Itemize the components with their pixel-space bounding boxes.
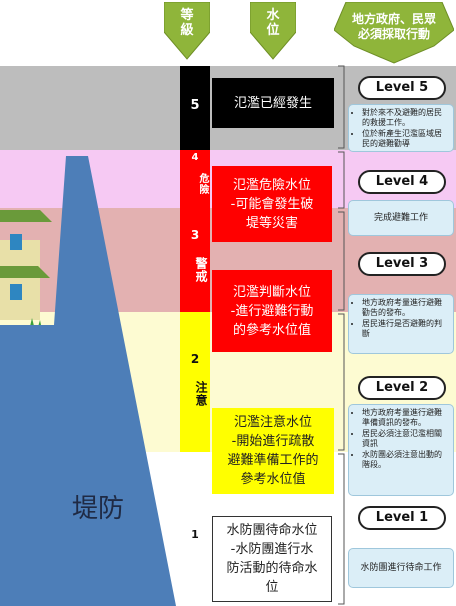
level-2-action-1: 地方政府考量進行避難準備資訊的發布。 xyxy=(362,408,449,428)
level-1-action: 水防團進行待命工作 xyxy=(360,563,442,573)
level-4-pill: Level 4 xyxy=(358,170,446,194)
level-2-actions: 地方政府考量進行避難準備資訊的發布。 居民必須注意氾濫相關資訊 水防團必須注意出… xyxy=(348,404,454,496)
house-roof-2 xyxy=(0,266,50,278)
bracket-1 xyxy=(338,453,345,605)
grade-number-2: 2 xyxy=(190,352,200,366)
grade-tag-warning: 警戒 xyxy=(194,257,208,283)
water-level-5-box: 氾濫已經發生 xyxy=(212,78,334,128)
house-roof xyxy=(0,210,52,222)
water-level-3-box: 氾濫判斷水位 -進行避難行動 的參考水位值 xyxy=(212,270,332,352)
water-level-1-text: 水防團待命水位 -水防團進行水 防活動的待命水 位 xyxy=(226,523,318,595)
level-1-pill: Level 1 xyxy=(358,506,446,530)
action-header-arrow: 地方政府、民眾 必須採取行動 xyxy=(333,1,455,64)
level-4-action: 完成避難工作 xyxy=(373,213,428,223)
level-3-action-1: 地方政府考量進行避難勸告的發布。 xyxy=(362,298,449,318)
level-brackets xyxy=(338,65,345,605)
bracket-4 xyxy=(338,151,345,209)
bracket-3 xyxy=(338,211,345,311)
green-arrow-icon xyxy=(163,1,211,60)
grade-number-1: 1 xyxy=(191,528,199,541)
water-level-header-arrow: 水 位 xyxy=(249,1,297,60)
grade-tag-danger: 危險 xyxy=(197,173,208,195)
house-wall xyxy=(0,240,40,320)
level-2-action-2: 居民必須注意氾濫相關資訊 xyxy=(362,429,449,449)
grade-column-red xyxy=(180,150,210,312)
level-1-actions: 水防團進行待命工作 xyxy=(348,548,454,588)
grade-number-5: 5 xyxy=(190,98,200,113)
level-5-action-2: 位於新產生氾濫區域居民的避難勸導 xyxy=(362,129,449,149)
grade-header: 等 級 xyxy=(180,8,194,38)
green-hexagon-icon xyxy=(333,1,455,64)
water-level-5-text: 氾濫已經發生 xyxy=(233,95,312,111)
water-level-4-box: 氾濫危險水位 -可能會發生破 堤等災害 xyxy=(212,166,332,242)
action-header: 地方政府、民眾 必須採取行動 xyxy=(351,12,436,41)
grade-header-arrow: 等 級 xyxy=(163,1,211,60)
level-5-pill: Level 5 xyxy=(358,76,446,100)
grade-column-yellow xyxy=(180,312,210,452)
water-level-3-text: 氾濫判斷水位 -進行避難行動 的參考水位值 xyxy=(230,284,314,338)
level-3-actions: 地方政府考量進行避難勸告的發布。 居民進行是否避難的判斷 xyxy=(348,294,454,354)
water-level-1-box: 水防團待命水位 -水防團進行水 防活動的待命水 位 xyxy=(212,516,332,602)
water-level-header: 水 位 xyxy=(266,8,280,38)
grade-tag-caution: 注意 xyxy=(194,381,208,407)
dike-label: 堤防 xyxy=(72,494,125,524)
water-level-4-text: 氾濫危險水位 -可能會發生破 堤等災害 xyxy=(230,177,314,231)
level-5-action-1: 對於來不及避難的居民的救援工作。 xyxy=(362,108,449,128)
green-arrow-icon xyxy=(249,1,297,60)
grade-number-4: 4 xyxy=(191,152,199,163)
water-level-2-box: 氾濫注意水位 -開始進行疏散 避難準備工作的 參考水位值 xyxy=(212,408,334,494)
level-2-action-3: 水防團必須注意出動的階段。 xyxy=(362,450,449,470)
grade-column-l5 xyxy=(180,66,210,150)
dike-illustration xyxy=(0,156,176,606)
grade-number-3: 3 xyxy=(190,228,200,242)
level-3-action-2: 居民進行是否避難的判斷 xyxy=(362,319,449,339)
level-2-pill: Level 2 xyxy=(358,376,446,400)
bracket-2 xyxy=(338,313,345,451)
dike-shape xyxy=(0,156,176,606)
level-4-actions: 完成避難工作 xyxy=(348,200,454,236)
house-window xyxy=(10,234,22,250)
level-5-actions: 對於來不及避難的居民的救援工作。 位於新產生氾濫區域居民的避難勸導 xyxy=(348,104,454,152)
water-level-2-text: 氾濫注意水位 -開始進行疏散 避難準備工作的 參考水位值 xyxy=(227,415,319,487)
level-3-pill: Level 3 xyxy=(358,252,446,276)
house-window-2 xyxy=(10,284,22,300)
bracket-5 xyxy=(338,65,345,149)
